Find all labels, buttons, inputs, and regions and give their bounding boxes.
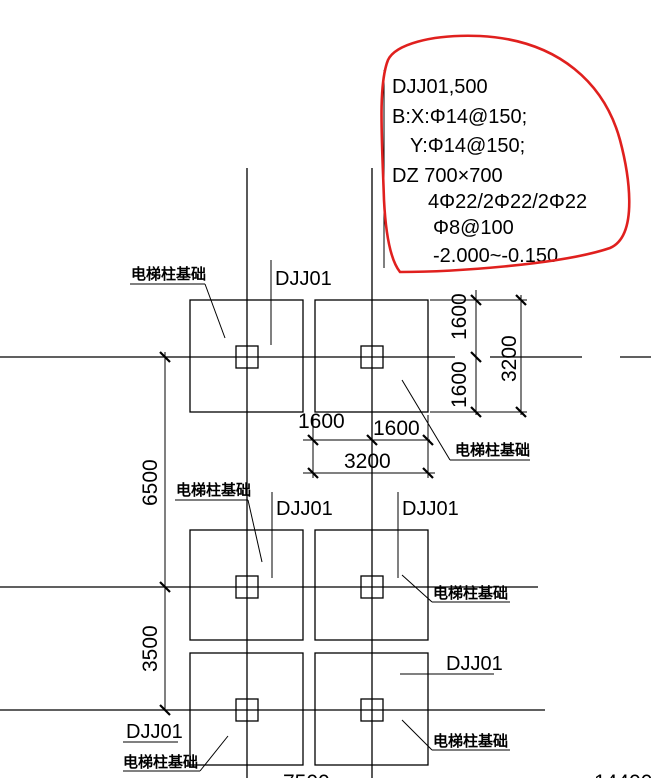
annotation-line-3: Y:Φ14@150; (410, 135, 525, 157)
dim-tick (159, 581, 171, 593)
dim-tick (159, 704, 171, 716)
leader-line (401, 719, 433, 751)
dim-tick (159, 351, 171, 363)
elevator-foundation-label-3: 电梯柱基础 (176, 481, 251, 499)
leader-line (199, 735, 229, 772)
annotation-line-5: 4Φ22/2Φ22/2Φ22 (428, 191, 587, 213)
annotation-line-6: Φ8@100 (433, 217, 514, 239)
dim-tick (366, 434, 378, 446)
dim-text-6500: 6500 (139, 459, 162, 506)
leader-line (247, 499, 263, 563)
dim-tick (422, 467, 434, 479)
elevator-foundation-label-2: 电梯柱基础 (455, 441, 530, 459)
foundation-pad-6 (314, 652, 429, 766)
dim-text-1600-left: 1600 (298, 410, 345, 433)
column-4 (360, 575, 384, 599)
dim-text-3200-vertical: 3200 (498, 335, 521, 382)
columns (235, 345, 384, 722)
foundation-type-label-3: DJJ01 (402, 498, 459, 520)
foundation-pad-1 (189, 299, 304, 413)
leader-line (401, 379, 451, 461)
annotation-highlight-loop (380, 34, 631, 274)
annotation-line-1: DJJ01,500 (392, 76, 488, 98)
dim-text-1600-vertical-bottom: 1600 (448, 361, 471, 408)
foundation-pads (189, 299, 429, 766)
annotation-block: DJJ01,500 B:X:Φ14@150; Y:Φ14@150; DZ 700… (380, 34, 631, 274)
leader-line (204, 283, 226, 339)
annotation-line-7: -2.000~-0.150 (433, 245, 558, 267)
column-2 (360, 345, 384, 369)
dim-text-1600-right: 1600 (373, 417, 420, 440)
column-6 (360, 698, 384, 722)
elevator-foundation-label-6: 电梯柱基础 (123, 753, 198, 771)
dim-tick (515, 406, 527, 418)
column-1 (235, 345, 259, 369)
foundation-type-label-1: DJJ01 (275, 268, 332, 290)
annotation-line-4: DZ 700×700 (392, 165, 503, 187)
dim-text-3200-horizontal: 3200 (344, 450, 391, 473)
foundation-pad-2 (314, 299, 429, 413)
dim-tick (515, 294, 527, 306)
dim-text-1600-vertical-top: 1600 (448, 293, 471, 340)
dim-text-14400-partial: 14400 (594, 771, 651, 778)
dim-text-7500-partial: 7500 (283, 771, 330, 778)
foundation-pad-3 (189, 529, 304, 641)
labels: 电梯柱基础 DJJ01 电梯柱基础 电梯柱基础 DJJ01 DJJ01 电梯柱基… (123, 265, 530, 771)
dim-tick (307, 467, 319, 479)
foundation-type-label-2: DJJ01 (276, 498, 333, 520)
column-3 (235, 575, 259, 599)
foundation-pad-5 (189, 652, 304, 766)
dimension-lines (159, 290, 527, 716)
elevator-foundation-label-1: 电梯柱基础 (131, 265, 206, 283)
foundation-type-label-5: DJJ01 (126, 721, 183, 743)
dim-tick (470, 351, 482, 363)
foundation-type-label-4: DJJ01 (446, 653, 503, 675)
annotation-line-2: B:X:Φ14@150; (392, 106, 527, 128)
dimension-texts: 1600 1600 3200 1600 1600 3200 6500 3500 … (139, 293, 651, 778)
foundation-pad-4 (314, 529, 429, 641)
elevator-foundation-label-5: 电梯柱基础 (433, 732, 508, 750)
leader-line (401, 574, 433, 603)
column-5 (235, 698, 259, 722)
leader-lines (123, 260, 530, 772)
dim-text-3500: 3500 (139, 625, 162, 672)
elevator-foundation-label-4: 电梯柱基础 (433, 584, 508, 602)
